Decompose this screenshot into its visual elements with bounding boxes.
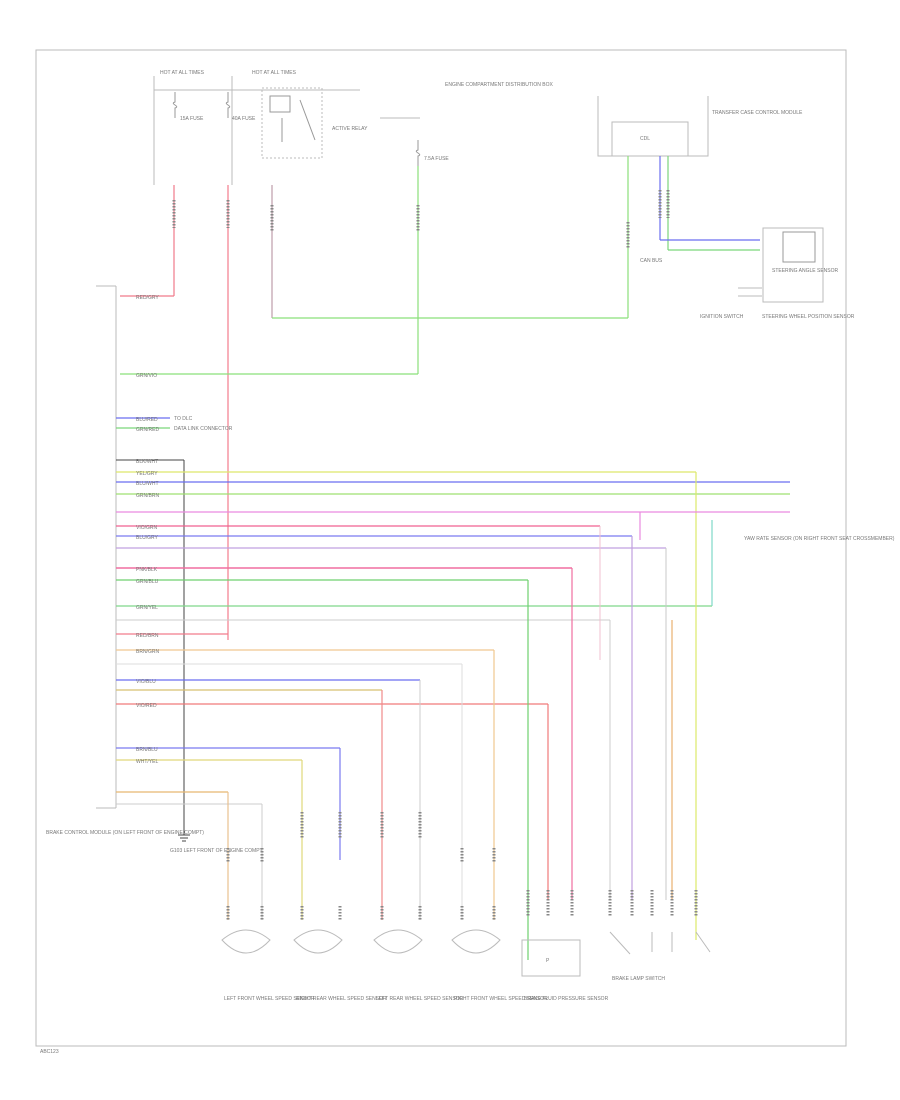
wire-label-16: WHT/YEL [136, 759, 158, 765]
diagram-frame [35, 49, 847, 1047]
wire-label-15: BRN/GRN [136, 649, 159, 655]
svg-text:RIGHT REAR WHEEL SPEED SENSOR: RIGHT REAR WHEEL SPEED SENSOR [296, 996, 387, 1002]
power-label-1: HOT AT ALL TIMES [160, 70, 205, 76]
wire-label-2: GRN/VIO [136, 373, 157, 379]
wire-label-9: VIO/GRN [136, 525, 158, 531]
wire-label-6: YEL/GRY [136, 471, 158, 477]
wire-label-5: BLK/WHT [136, 459, 158, 465]
transfer-module-tag: CDL [640, 136, 650, 142]
lamp-switch-label: BRAKE LAMP SWITCH [612, 976, 665, 982]
relay-switch-icon [281, 99, 316, 142]
steering-sensor-label: STEERING ANGLE SENSOR [772, 268, 839, 274]
ignition-label: IGNITION SWITCH [700, 314, 744, 320]
fuse-a-label: 15A FUSE [180, 116, 204, 122]
relay-label: ACTIVE RELAY [332, 126, 368, 132]
yaw-sensor-label: YAW RATE SENSOR (ON RIGHT FRONT SEAT CRO… [744, 536, 895, 542]
svg-text:LEFT REAR WHEEL SPEED SENSOR: LEFT REAR WHEEL SPEED SENSOR [376, 996, 464, 1002]
wire-label-1: RED/GRY [136, 295, 159, 301]
ground-label: G103 LEFT FRONT OF ENGINE COMPT [170, 848, 263, 854]
wire-label-12: VIO/BLU [136, 679, 156, 685]
steering-sensor-box [782, 231, 816, 263]
page-code: ABC123 [40, 1049, 59, 1055]
wire-label-8: GRN/BRN [136, 493, 159, 499]
wire-label-13: GRN/YEL [136, 605, 158, 611]
relay-box [261, 87, 323, 159]
svg-text:LEFT FRONT WHEEL SPEED SENSOR: LEFT FRONT WHEEL SPEED SENSOR [224, 996, 315, 1002]
power-dist-label: ENGINE COMPARTMENT DISTRIBUTION BOX [445, 82, 553, 88]
wire-label-7: BLU/WHT [136, 481, 159, 487]
main-module: BRAKE CONTROL MODULE (ON LEFT FRONT OF E… [46, 285, 204, 836]
transfer-module-box [611, 121, 689, 157]
pressure-sensor-badge: P [546, 958, 550, 964]
power-label-2: HOT AT ALL TIMES [252, 70, 297, 76]
wire-label-19: RED/BRN [136, 633, 159, 639]
wheel-sensor-1: LEFT FRONT WHEEL SPEED SENSOR [221, 929, 315, 1002]
fuse-a-icon [172, 92, 178, 118]
wire-label-18: BRN/BLU [136, 747, 158, 753]
main-module-label: BRAKE CONTROL MODULE (ON LEFT FRONT OF E… [46, 830, 204, 836]
pressure-sensor: P BRAKE FLUID PRESSURE SENSOR [521, 939, 609, 1002]
can-bus-label: CAN BUS [640, 258, 663, 264]
wire-label-17: VIO/RED [136, 703, 157, 709]
relay-coil-icon [269, 95, 291, 113]
wire-label-3: BLU/RED [136, 417, 158, 423]
ground-icon [178, 834, 190, 842]
wire-label-4: GRN/RED [136, 427, 159, 433]
pressure-sensor-label: BRAKE FLUID PRESSURE SENSOR [524, 996, 609, 1002]
wire-label-10: PNK/BLK [136, 567, 158, 573]
wheel-sensor-4: RIGHT FRONT WHEEL SPEED SENSOR [451, 929, 548, 1002]
power-section: HOT AT ALL TIMES HOT AT ALL TIMES 15A FU… [153, 70, 553, 185]
fuse-c-label: 7.5A FUSE [424, 156, 449, 162]
steering-sensor-section: STEERING ANGLE SENSOR STEERING WHEEL POS… [700, 227, 855, 320]
wheel-sensor-2: RIGHT REAR WHEEL SPEED SENSOR [293, 929, 387, 1002]
steering-wheel-label: STEERING WHEEL POSITION SENSOR [762, 314, 855, 320]
fuse-b-label: 40A FUSE [232, 116, 256, 122]
wire-label-14: GRN/BLU [136, 579, 159, 585]
fuse-c-icon [415, 140, 421, 166]
data-link-label: DATA LINK CONNECTOR [174, 426, 233, 432]
transfer-case-section: CDL TRANSFER CASE CONTROL MODULE [597, 96, 803, 157]
wire-label-11: BLU/GRY [136, 535, 159, 541]
to-dlc-label: TO DLC [174, 416, 193, 422]
fuse-b-icon [225, 92, 231, 118]
wheel-sensor-3: LEFT REAR WHEEL SPEED SENSOR [373, 929, 464, 1002]
lamp-switch: BRAKE LAMP SWITCH [609, 931, 711, 982]
transfer-module-label: TRANSFER CASE CONTROL MODULE [712, 110, 803, 116]
svg-text:RIGHT FRONT WHEEL SPEED SENSOR: RIGHT FRONT WHEEL SPEED SENSOR [454, 996, 548, 1002]
